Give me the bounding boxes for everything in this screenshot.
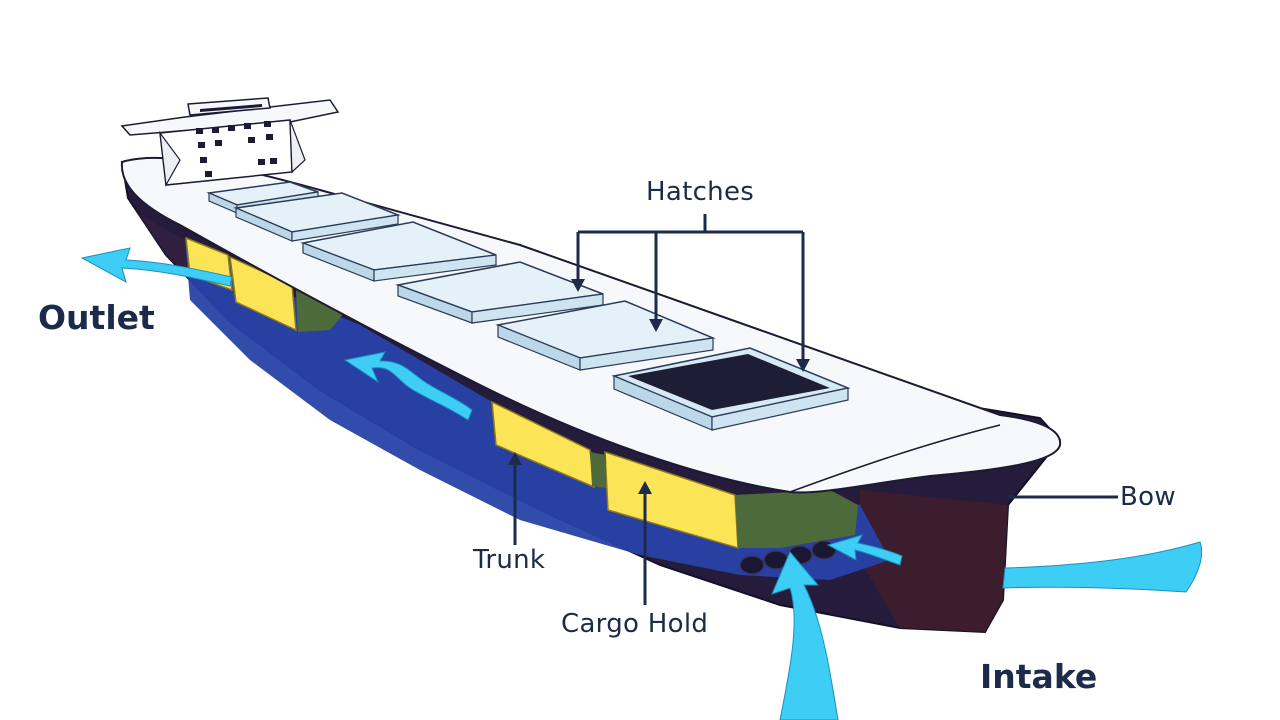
cargo-hold-label: Cargo Hold: [561, 609, 708, 639]
bow-intake-arrow-icon: [1003, 542, 1202, 592]
intake-label: Intake: [980, 657, 1097, 696]
bow-label: Bow: [1120, 482, 1176, 512]
outlet-label: Outlet: [38, 298, 155, 337]
cargo-residue-3: [590, 452, 606, 488]
trunk-label: Trunk: [473, 545, 545, 575]
hatches-label: Hatches: [646, 177, 754, 207]
